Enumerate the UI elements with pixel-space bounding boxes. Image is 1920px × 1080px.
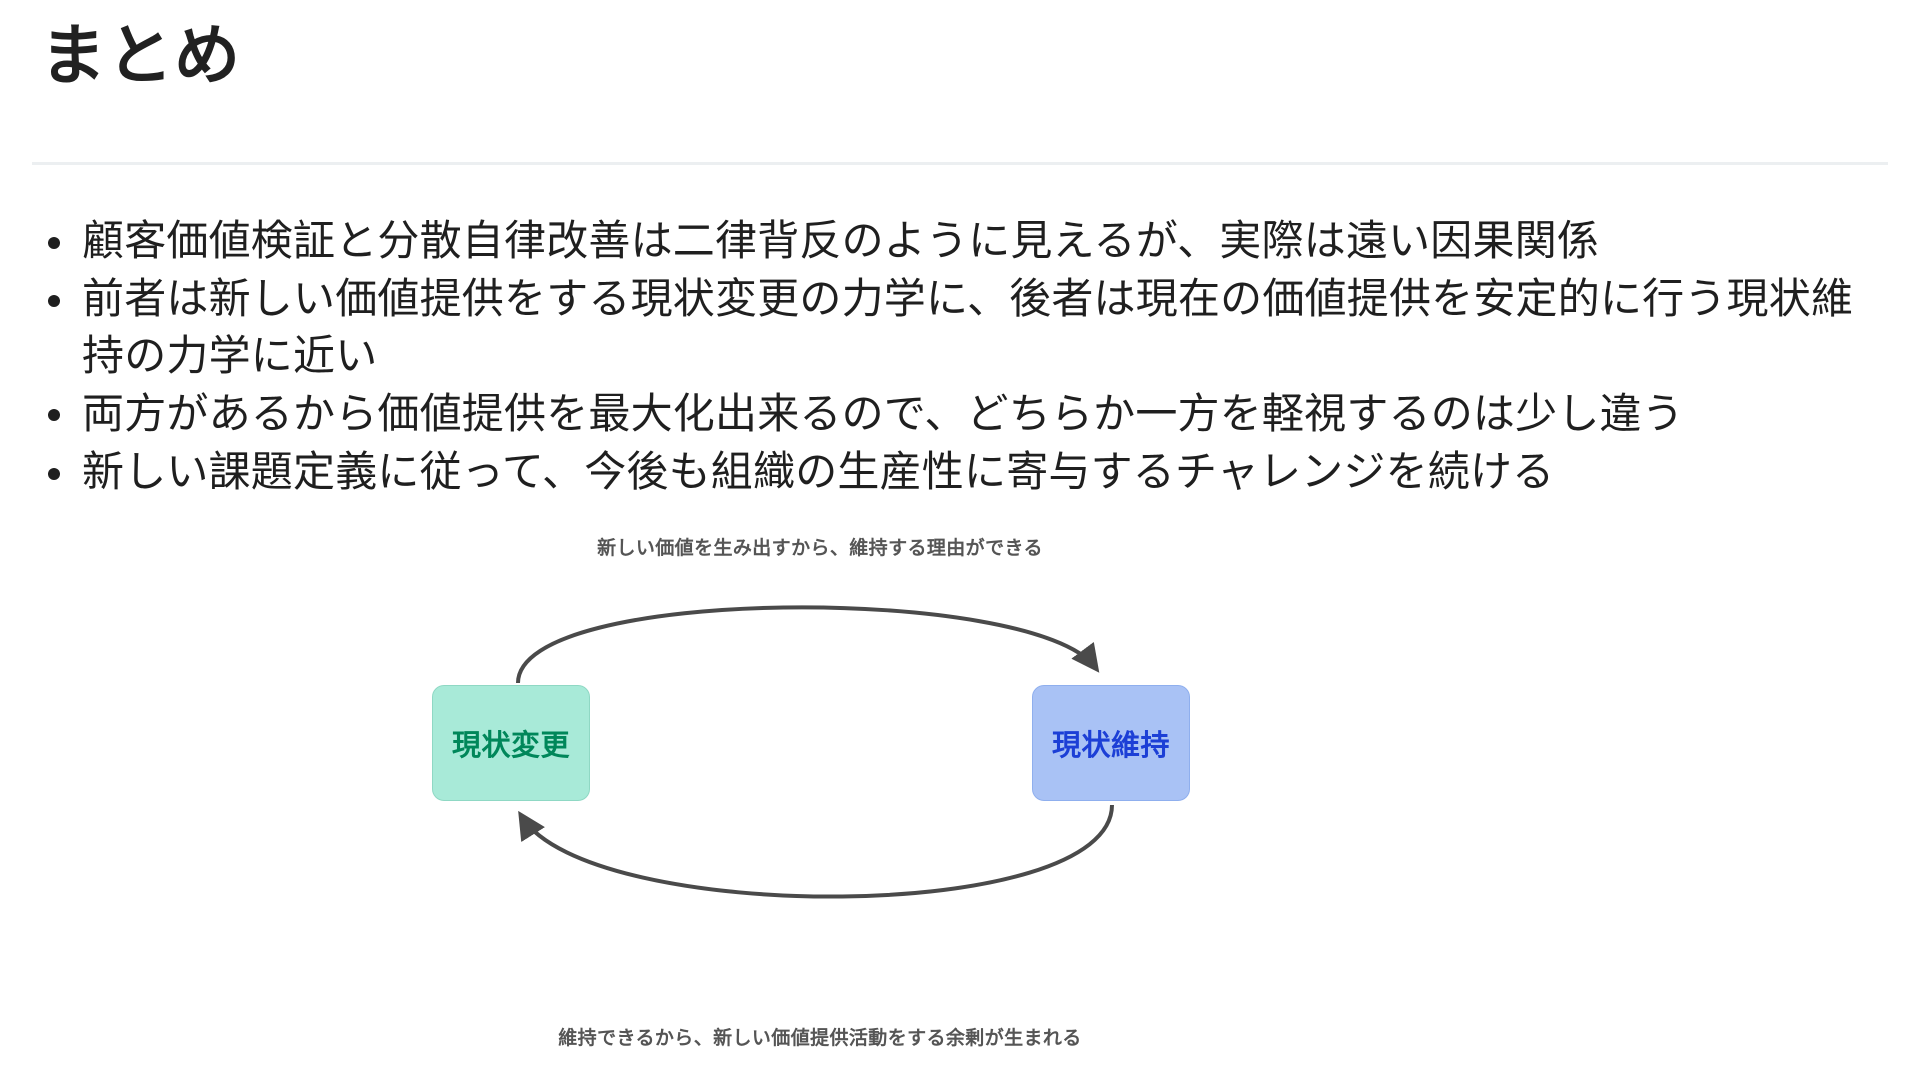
bullet-dot-icon [48,236,60,249]
list-item-text: 両方があるから価値提供を最大化出来るので、どちらか一方を軽視するのは少し違う [82,389,1684,437]
node-label: 現状変更 [451,730,570,762]
cycle-arrows-svg [516,605,1114,899]
list-item-text: 前者は新しい価値提供をする現状変更の力学に、後者は現在の価値提供を安定的に行う現… [82,275,1854,379]
list-item: 顧客価値検証と分散自律改善は二律背反のように見えるが、実際は遠い因果関係 [40,213,1870,269]
bullet-dot-icon [48,294,60,307]
node-current-state-keep[interactable]: 現状維持 [1032,685,1190,801]
node-current-state-change[interactable]: 現状変更 [432,685,590,801]
cycle-caption-bottom: 維持できるから、新しい価値提供活動をする余剰が生まれる [558,1028,1082,1049]
list-item: 新しい課題定義に従って、今後も組織の生産性に寄与するチャレンジを続ける [40,444,1870,500]
list-item-text: 顧客価値検証と分散自律改善は二律背反のように見えるが、実際は遠い因果関係 [82,217,1600,264]
arrow-keep-to-change [518,804,1114,899]
title-divider [32,162,1888,165]
node-label: 現状維持 [1051,730,1170,762]
bullet-dot-icon [48,409,60,422]
page-title: まとめ [40,18,241,92]
bullet-list: 顧客価値検証と分散自律改善は二律背反のように見えるが、実際は遠い因果関係 前者は… [40,213,1870,502]
list-item-text: 新しい課題定義に従って、今後も組織の生産性に寄与するチャレンジを続ける [82,448,1555,496]
cycle-caption-top: 新しい価値を生み出すから、維持する理由ができる [597,538,1043,559]
cycle-diagram: 新しい価値を生み出すから、維持する理由ができる 現状変更 現状維持 維持できるか… [432,525,1200,1070]
bullet-dot-icon [48,467,60,480]
list-item: 両方があるから価値提供を最大化出来るので、どちらか一方を軽視するのは少し違う [40,386,1870,442]
list-item: 前者は新しい価値提供をする現状変更の力学に、後者は現在の価値提供を安定的に行う現… [40,271,1870,384]
arrow-change-to-keep [516,605,1100,684]
